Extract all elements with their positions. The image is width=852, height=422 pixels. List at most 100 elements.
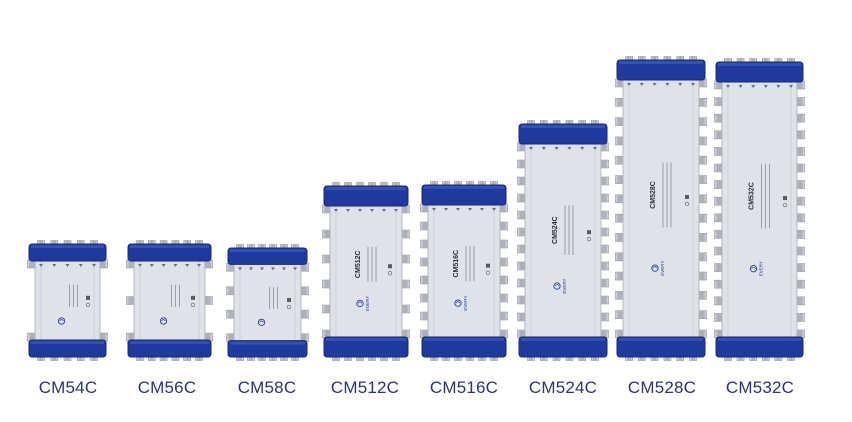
- housing-cap-top-highlight: [424, 186, 504, 189]
- output-connector-left: [614, 233, 626, 242]
- brand-logo-text: EVERY: [759, 261, 764, 276]
- multiswitch-cm54c: [26, 239, 109, 362]
- brand-logo-swoosh: [59, 319, 64, 322]
- brand-logo-icon: [57, 317, 66, 325]
- housing-cap-top: [127, 243, 212, 262]
- multiswitch-cm532c-image: CM532C EVERY: [713, 57, 806, 362]
- housing-cap-top: [715, 61, 804, 83]
- housing-cap-top-highlight: [31, 245, 104, 248]
- model-label-cm512c: CM512C: [330, 378, 400, 397]
- certification-icon: [486, 263, 490, 268]
- port-marker: [358, 209, 362, 212]
- housing-cap-bottom-highlight: [718, 338, 801, 341]
- housing-cap-bottom: [715, 336, 804, 358]
- port-marker: [468, 208, 472, 211]
- housing-cap-bottom-highlight: [521, 338, 605, 341]
- brand-logo-icon: [651, 264, 659, 272]
- certification-icon: [388, 264, 392, 269]
- port-marker: [751, 85, 756, 88]
- model-label-cm516c: CM516C: [429, 378, 499, 397]
- brand-logo-swoosh: [455, 301, 461, 304]
- port-marker: [480, 208, 484, 211]
- brand-logo-swoosh: [554, 284, 560, 287]
- port-marker: [678, 83, 683, 86]
- port-marker: [249, 267, 253, 271]
- housing-cap-top-highlight: [521, 125, 605, 128]
- housing-cap-top-highlight: [326, 187, 406, 190]
- port-marker: [39, 263, 43, 267]
- housing-cap-top: [323, 185, 409, 207]
- housing-cap-bottom-highlight: [130, 341, 209, 345]
- certification-icon: [783, 196, 787, 201]
- brand-logo-icon: [257, 318, 266, 327]
- multiswitch-cm532c: CM532C EVERY: [713, 57, 806, 362]
- port-marker: [370, 209, 374, 212]
- brand-logo-icon: [356, 299, 364, 308]
- output-connector-left: [713, 279, 725, 289]
- output-connector-left: [614, 194, 626, 204]
- model-label-cm58c: CM58C: [237, 378, 297, 397]
- port-marker: [567, 147, 572, 150]
- cover-model-text: CM532C: [749, 182, 756, 210]
- ground-symbol-icon: [387, 271, 393, 276]
- ground-symbol-icon: [782, 202, 788, 208]
- housing-cap-bottom: [127, 339, 212, 358]
- housing-cap-top: [518, 123, 608, 145]
- port-marker: [260, 267, 264, 271]
- port-marker: [78, 263, 83, 267]
- port-marker: [282, 267, 286, 271]
- device-body: [233, 256, 302, 349]
- housing-cap-top: [28, 243, 107, 262]
- output-connector-left: [225, 309, 237, 319]
- housing-cap-bottom: [227, 340, 308, 358]
- brand-logo-swoosh: [259, 320, 264, 323]
- port-marker: [529, 147, 533, 150]
- port-marker: [161, 263, 166, 267]
- ground-symbol-icon: [485, 270, 491, 275]
- port-marker: [580, 147, 585, 150]
- port-marker: [334, 209, 338, 212]
- port-marker: [456, 208, 460, 211]
- brand-logo-icon: [159, 317, 168, 325]
- housing-cap-top-highlight: [130, 245, 209, 248]
- certification-icon: [685, 194, 689, 199]
- housing-cap-top-highlight: [619, 61, 703, 64]
- port-marker: [149, 263, 154, 267]
- brand-logo-swoosh: [652, 266, 658, 269]
- brand-logo-text: EVERY: [562, 278, 567, 293]
- port-marker: [789, 85, 793, 88]
- port-marker: [346, 209, 350, 212]
- port-marker: [665, 83, 670, 86]
- housing-cap-top-highlight: [718, 63, 801, 66]
- brand-logo-swoosh: [751, 266, 756, 269]
- port-marker: [92, 263, 96, 267]
- brand-logo-text: EVERY: [660, 261, 665, 276]
- ground-symbol-icon: [190, 302, 196, 307]
- ground-symbol-icon: [586, 237, 592, 242]
- port-marker: [691, 83, 695, 86]
- brand-logo-swoosh: [161, 319, 166, 322]
- ground-symbol-icon: [85, 302, 91, 307]
- port-marker: [52, 263, 57, 267]
- device-body: [524, 136, 602, 345]
- port-marker: [541, 147, 546, 150]
- housing-cap-bottom: [323, 336, 409, 358]
- port-marker: [173, 263, 178, 267]
- port-marker: [185, 263, 190, 267]
- certification-icon: [191, 295, 195, 300]
- multiswitch-cm56c-image: [125, 239, 214, 362]
- housing-cap-bottom-highlight: [619, 338, 703, 341]
- housing-cap-bottom: [616, 336, 706, 358]
- device-body: [34, 253, 101, 348]
- brand-logo-swoosh: [357, 301, 363, 304]
- port-marker: [627, 83, 631, 86]
- model-label-cm54c: CM54C: [38, 378, 98, 397]
- port-marker: [776, 85, 781, 88]
- device-body: [721, 74, 798, 345]
